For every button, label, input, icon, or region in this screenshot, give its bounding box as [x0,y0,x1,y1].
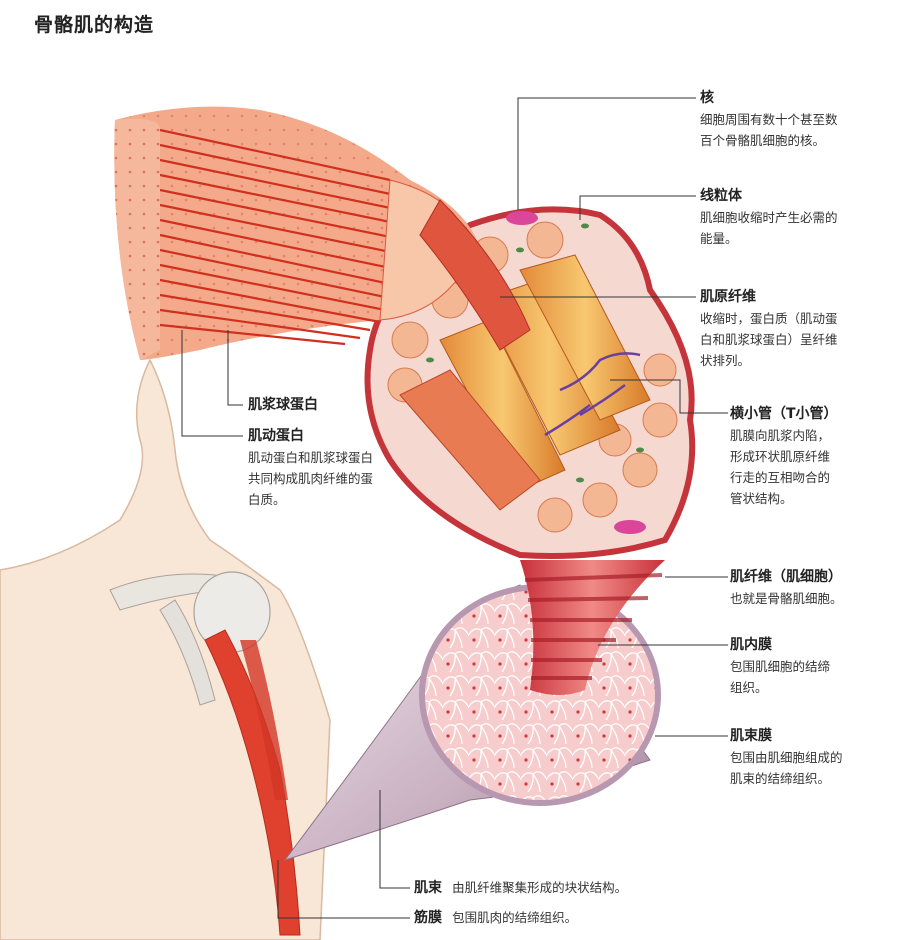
label-mitochondria-desc-1: 肌细胞收缩时产生必需的 [700,210,838,225]
label-myofibril: 肌原纤维 收缩时，蛋白质（肌动蛋 白和肌浆球蛋白）呈纤维 状排列。 [700,286,838,371]
body-silhouette [0,358,331,940]
label-t-tubule-desc-1: 肌膜向肌浆内陷， [730,428,831,443]
label-endomysium-name: 肌内膜 [730,637,772,653]
label-t-tubule-name: 横小管（T小管） [730,406,838,422]
label-perimysium: 肌束膜 包围由肌细胞组成的 肌束的结缔组织。 [730,725,843,789]
label-nucleus-desc-1: 细胞周围有数十个甚至数 [700,112,838,127]
label-t-tubule-desc-4: 管状结构。 [730,491,793,506]
label-actin: 肌动蛋白 肌动蛋白和肌浆球蛋白 共同构成肌肉纤维的蛋 白质。 [248,425,373,510]
label-endomysium-desc-2: 组织。 [730,680,768,695]
label-nucleus-desc-2: 百个骨骼肌细胞的核。 [700,133,826,148]
label-perimysium-desc-1: 包围由肌细胞组成的 [730,750,843,765]
label-perimysium-name: 肌束膜 [730,728,772,744]
label-fascicle-desc-1: 由肌纤维聚集形成的块状结构。 [452,880,628,895]
label-myofibril-desc-1: 收缩时，蛋白质（肌动蛋 [700,311,838,326]
label-t-tubule-desc-3: 行走的互相吻合的 [730,470,831,485]
label-fascicle-name: 肌束 [414,880,442,896]
label-myosin-name: 肌浆球蛋白 [248,397,318,413]
muscle-fiber-cone [520,560,665,695]
label-actin-name: 肌动蛋白 [248,428,304,444]
label-actin-desc-2: 共同构成肌肉纤维的蛋 [248,471,374,486]
label-muscle-fiber-name: 肌纤维（肌细胞） [730,569,842,585]
leader-lines [181,97,728,919]
label-epimysium-desc-1: 包围肌肉的结缔组织。 [452,910,578,925]
label-actin-desc-1: 肌动蛋白和肌浆球蛋白 [248,450,374,465]
label-perimysium-desc-2: 肌束的结缔组织。 [730,771,831,786]
label-epimysium-name: 筋膜 [414,910,442,926]
label-myofibril-desc-3: 状排列。 [700,353,751,368]
label-myofibril-desc-2: 白和肌浆球蛋白）呈纤维 [700,332,838,347]
label-t-tubule-desc-2: 形成环状肌原纤维 [730,449,831,464]
label-muscle-fiber-desc-1: 也就是骨骼肌细胞。 [730,591,843,606]
label-fascicle: 肌束 由肌纤维聚集形成的块状结构。 [414,877,627,900]
label-t-tubule: 横小管（T小管） 肌膜向肌浆内陷， 形成环状肌原纤维 行走的互相吻合的 管状结构… [730,403,838,509]
label-epimysium: 筋膜 包围肌肉的结缔组织。 [414,907,577,930]
page-title: 骨骼肌的构造 [34,14,155,36]
label-mitochondria: 线粒体 肌细胞收缩时产生必需的 能量。 [700,185,838,249]
label-nucleus-name: 核 [700,90,714,106]
label-actin-desc-3: 白质。 [248,492,286,507]
label-endomysium-desc-1: 包围肌细胞的结缔 [730,659,831,674]
muscle-fiber-section [364,206,696,559]
sarcomere-zoom [114,106,531,361]
label-mitochondria-desc-2: 能量。 [700,231,738,246]
label-myosin: 肌浆球蛋白 [248,394,318,416]
label-endomysium: 肌内膜 包围肌细胞的结缔 组织。 [730,634,830,698]
label-myofibril-name: 肌原纤维 [700,289,756,305]
label-nucleus: 核 细胞周围有数十个甚至数 百个骨骼肌细胞的核。 [700,87,838,151]
label-mitochondria-name: 线粒体 [700,188,742,204]
label-muscle-fiber: 肌纤维（肌细胞） 也就是骨骼肌细胞。 [730,566,843,609]
